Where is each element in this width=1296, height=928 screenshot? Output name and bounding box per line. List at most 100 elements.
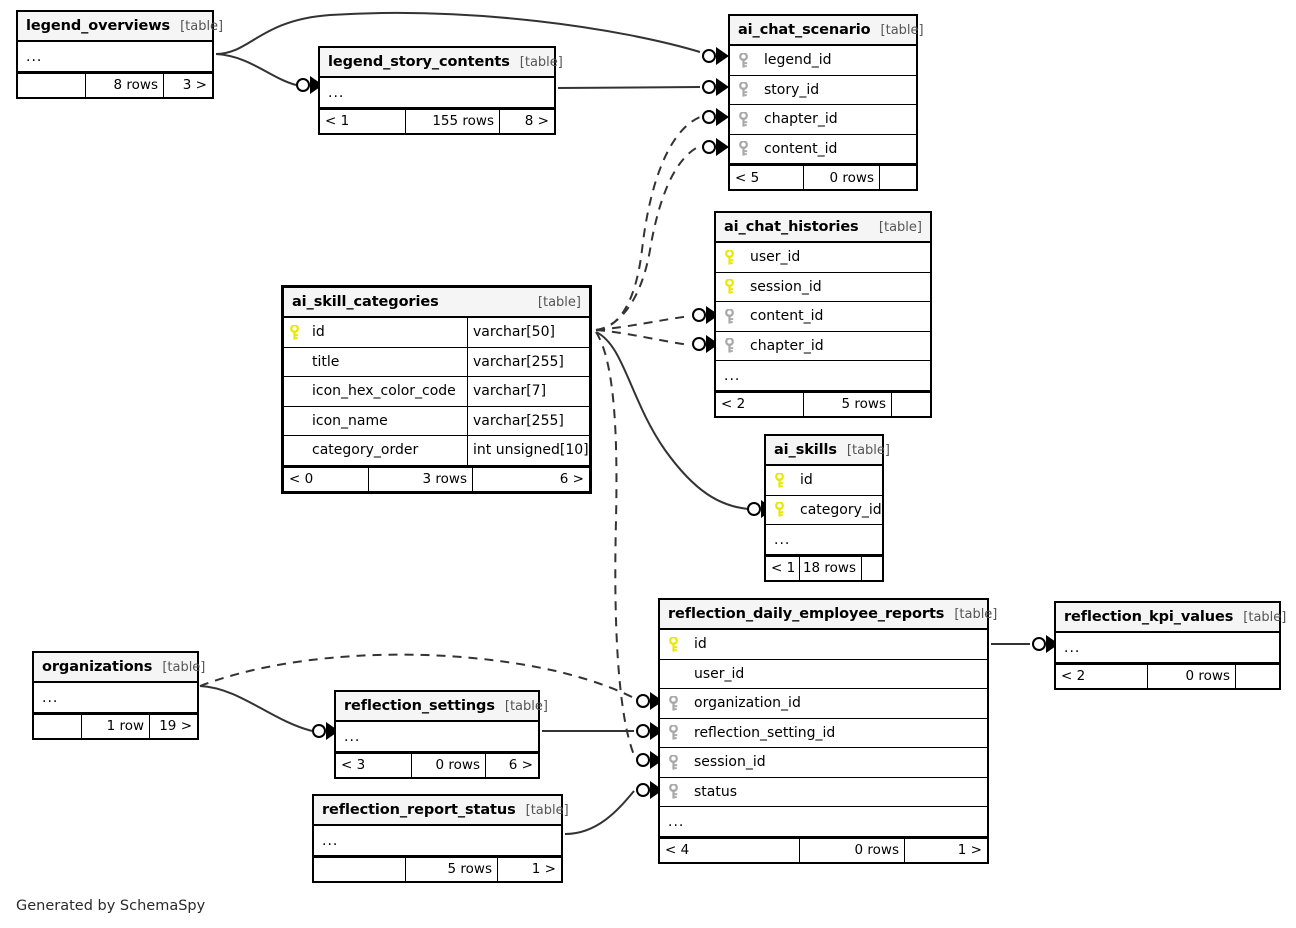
table-more-columns-indicator: ...: [18, 42, 212, 72]
column-row-category_id: category_id: [766, 496, 882, 525]
column-name: id: [694, 636, 707, 653]
column-name: icon_name: [312, 412, 388, 429]
edge-legend_story_contents-to-ai_chat_scenario: [557, 86, 701, 89]
footer-cell: 0 rows: [804, 166, 880, 189]
footer-cell: < 1: [320, 109, 406, 133]
primary-key-icon: [660, 630, 686, 659]
edge-legend_overviews-to-legend_story_contents: [215, 53, 297, 86]
table-header-organizations[interactable]: organizations[table]: [34, 653, 205, 683]
table-kind-label: [table]: [846, 442, 890, 458]
table-header-legend_overviews[interactable]: legend_overviews [table]: [18, 12, 223, 42]
ellipsis-label: ...: [668, 813, 685, 830]
column-name: id: [800, 472, 813, 489]
footer-cell: 5 rows: [406, 857, 498, 881]
footer-cell: 3 >: [182, 77, 207, 93]
column-row-icon_name: icon_name varchar[255]: [284, 406, 589, 436]
column-row-content_id: content_id: [730, 135, 916, 164]
table-reflection_daily_employee_reports[interactable]: reflection_daily_employee_reports[table]…: [658, 598, 997, 864]
footer-cell: [18, 73, 86, 97]
footer-cell: < 4: [660, 838, 800, 862]
footer-cell: < 5: [730, 166, 804, 189]
footer-cell: [314, 857, 406, 881]
footer-cell: 6 >: [508, 757, 533, 773]
foreign-key-icon: [730, 76, 756, 105]
table-name: legend_overviews: [26, 18, 171, 34]
footer-cell: 5 rows: [804, 392, 892, 416]
table-kind-label: [table]: [180, 18, 224, 34]
column-row-legend_id: legend_id: [730, 46, 916, 76]
footer-cell: 19 >: [159, 718, 192, 734]
table-more-columns-indicator: ...: [660, 807, 987, 837]
table-header-ai_skill_categories[interactable]: ai_skill_categories[table]: [284, 288, 589, 318]
table-kind-label: [table]: [1243, 609, 1287, 625]
column-name: icon_hex_color_code: [312, 383, 456, 400]
footer-cell: < 2: [716, 392, 804, 416]
column-name: chapter_id: [750, 337, 824, 354]
footer-cell: [862, 557, 882, 580]
column-type: varchar[255]: [467, 406, 589, 435]
column-type: varchar[255]: [467, 347, 589, 376]
primary-key-icon: [766, 496, 792, 525]
column-row-chapter_id: chapter_id: [730, 105, 916, 135]
table-header-reflection_kpi_values[interactable]: reflection_kpi_values[table]: [1056, 603, 1286, 633]
table-header-ai_chat_scenario[interactable]: ai_chat_scenario[table]: [730, 16, 924, 46]
foreign-key-icon: [660, 689, 686, 718]
footer-cell: [880, 166, 916, 189]
column-row-id: id: [660, 630, 987, 660]
column-row-organization_id: organization_id: [660, 689, 987, 719]
footer-cell: 1 row: [82, 714, 150, 738]
column-name: content_id: [750, 308, 824, 325]
key-slot-empty: [284, 436, 304, 465]
column-name: user_id: [750, 249, 801, 266]
footer-cell: 0 rows: [1148, 664, 1236, 688]
table-more-columns-indicator: ...: [716, 361, 930, 391]
table-kind-label: [table]: [519, 54, 563, 70]
footer-cell: [34, 714, 82, 738]
table-header-ai_skills[interactable]: ai_skills [table]: [766, 436, 890, 466]
footer-cell: 1 >: [531, 861, 556, 877]
primary-key-icon: [716, 243, 742, 272]
table-reflection_report_status[interactable]: reflection_report_status[table]...5 rows…: [312, 794, 569, 883]
primary-key-icon: [766, 466, 792, 495]
table-kind-label: [table]: [504, 698, 548, 714]
foreign-key-icon: [660, 748, 686, 777]
foreign-key-icon: [730, 105, 756, 134]
column-row-chapter_id: chapter_id: [716, 332, 930, 361]
column-name: category_id: [800, 501, 882, 518]
table-header-reflection_daily_employee_reports[interactable]: reflection_daily_employee_reports[table]: [660, 600, 997, 630]
table-name: reflection_settings: [344, 698, 495, 714]
column-name: user_id: [694, 665, 745, 682]
table-header-reflection_report_status[interactable]: reflection_report_status[table]: [314, 796, 569, 826]
edge-ai_skill_categories-to-ai_chat_histories-content_id: [595, 315, 691, 331]
column-name: chapter_id: [764, 111, 838, 128]
generated-by-credit: Generated by SchemaSpy: [16, 898, 206, 914]
table-header-reflection_settings[interactable]: reflection_settings [table]: [336, 692, 548, 722]
table-footer-organizations: 1 row 19 >: [34, 712, 197, 738]
table-kind-label: [table]: [880, 22, 924, 38]
table-header-ai_chat_histories[interactable]: ai_chat_histories[table]: [716, 213, 930, 243]
table-kind-label: [table]: [537, 294, 581, 310]
table-header-legend_story_contents[interactable]: legend_story_contents[table]: [320, 48, 563, 78]
edge-ai_skill_categories-to-ai_chat_scenario-content_id: [595, 145, 701, 331]
footer-cell: < 3: [336, 753, 412, 777]
table-more-columns-indicator: ...: [336, 722, 538, 752]
column-row-id: id: [766, 466, 882, 496]
table-name: ai_skills: [774, 442, 837, 458]
column-row-reflection_setting_id: reflection_setting_id: [660, 719, 987, 748]
foreign-key-icon: [660, 719, 686, 748]
